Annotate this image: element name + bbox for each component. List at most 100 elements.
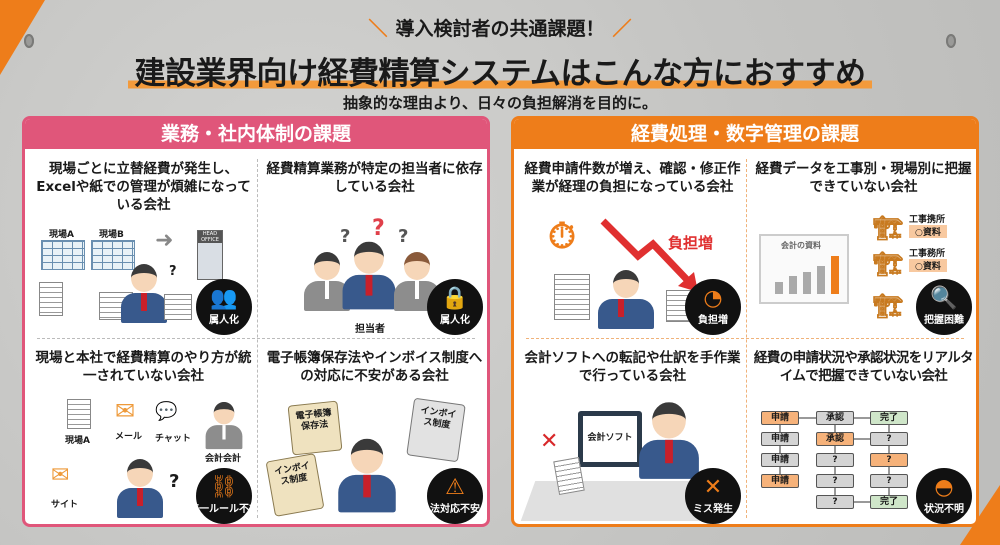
card-title: 経費精算業務が特定の担当者に依存している会社 — [266, 161, 483, 195]
flow-node: 完了 — [870, 411, 908, 425]
challenge-card: 電子帳簿保存法 インボイス制度 インボイス制度 ⚠法対応不安 電子帳簿保存法やイ… — [260, 341, 487, 524]
question-icon: ? — [169, 264, 177, 279]
challenge-card: ? ? ? 担当者 🔒 属人化 経費精算業務が特定の担当者に依存している会社 — [260, 152, 487, 337]
label: 会計会計 — [205, 454, 242, 464]
person-in-charge — [342, 241, 396, 310]
card-title: 会計ソフトへの転記や仕訳を手作業で行っている会社 — [524, 350, 741, 384]
x-icon: ✕ — [703, 475, 723, 500]
label: 工事携所 — [909, 215, 946, 225]
x-icon: ✕ — [540, 429, 559, 454]
illustration-manual-entry: 会計ソフト ✕ — [518, 341, 747, 524]
label: チャット — [155, 434, 191, 444]
accountant — [205, 401, 243, 450]
scroll-label: インボイス制度 — [419, 405, 457, 431]
kicker: ＼導入検討者の共通課題！／ — [368, 18, 632, 40]
crane-icon: 🏗 — [873, 214, 904, 242]
clock-icon: ◔ — [703, 286, 723, 311]
challenge-card: 現場A 現場B ➜ HEAD OFFICE ? 👥 属人化 現場ごとに立替経費が発… — [29, 152, 258, 337]
card-title: 電子帳簿保存法やインボイス制度への対応に不安がある会社 — [266, 350, 483, 384]
challenge-card: 現場A ✉ メール 💬 チャット 会計会計 ✉ サイト ? ⛓統一ルール不在 現… — [29, 341, 259, 524]
panel-title: 業務・社内体制の課題 — [25, 119, 487, 149]
scroll-document: インボイス制度 — [406, 397, 466, 463]
flow-node: ? — [816, 453, 854, 467]
mail-stack-icon: ✉ — [51, 463, 70, 488]
scroll-label: 電子帳簿保存法 — [295, 408, 333, 433]
illustration-paperwork: 現場A 現場B ➜ HEAD OFFICE ? — [29, 152, 258, 337]
badge: ✕ミス発生 — [685, 468, 741, 524]
colleague — [304, 252, 350, 311]
flow-arrows — [779, 417, 890, 503]
spreadsheet-icon — [91, 240, 135, 270]
question-icon: ? — [340, 226, 351, 247]
illustration-channels: 現場A ✉ メール 💬 チャット 会計会計 ✉ サイト ? — [29, 341, 258, 524]
mail-icon: ✉ — [115, 397, 136, 425]
broken-link-icon: ⛓ — [210, 475, 238, 500]
illustration-dependency: ? ? ? 担当者 — [260, 152, 487, 337]
label: 現場A — [65, 436, 90, 446]
flow-node: 承認 — [816, 411, 854, 425]
question-icon: ? — [169, 471, 180, 492]
document-icon — [67, 399, 91, 429]
illustration-site-data: 会計の資料 🏗 🏗 🏗 工事携所 ○資料 工事務所 ○資料 — [749, 152, 976, 337]
flow-node: ? — [870, 453, 908, 467]
badge-label: 属人化 — [209, 315, 239, 326]
screen-label: 会計ソフト — [583, 416, 637, 462]
badge-label: 状況不明 — [924, 504, 964, 515]
flow-node: 申請 — [761, 432, 799, 446]
challenge-card: 申請申請申請申請承認承認???完了???完了 ◓状況不明 経費の申請状況や承認状… — [749, 341, 976, 524]
paper-stack-icon — [554, 274, 590, 320]
people-icon: 👥 — [210, 286, 238, 311]
spreadsheet-icon — [41, 240, 85, 270]
flow-node: 完了 — [870, 495, 908, 509]
card-title: 現場と本社で経費精算のやり方が統一されていない会社 — [35, 350, 252, 384]
flow-node: 申請 — [761, 411, 799, 425]
lock-icon: 🔒 — [441, 286, 469, 311]
subtitle: 抽象的な理由より、日々の負担解消を目的に。 — [342, 94, 658, 112]
divider — [37, 338, 475, 339]
concrete-hole — [24, 34, 34, 48]
label: メール — [115, 432, 143, 442]
challenge-card: 会計の資料 🏗 🏗 🏗 工事携所 ○資料 工事務所 ○資料 🔍 把握困難 経費デー… — [749, 152, 976, 337]
badge-label: 把握困難 — [924, 315, 964, 326]
challenge-card: 会計ソフト ✕ ✕ミス発生 会計ソフトへの転記や仕訳を手作業で行っている会社 — [518, 341, 747, 524]
flow-node: ? — [816, 474, 854, 488]
badge-label: 負担増 — [698, 315, 728, 326]
scroll-document: インボイス制度 — [265, 453, 325, 517]
stopwatch-icon: ⏱ — [548, 216, 577, 257]
illustration-compliance: 電子帳簿保存法 インボイス制度 インボイス制度 — [260, 341, 487, 524]
badge: 🔍 把握困難 — [916, 279, 972, 335]
card-title: 経費データを工事別・現場別に把握できていない会社 — [755, 161, 972, 195]
label: ○資料 — [909, 259, 947, 272]
label: 現場B — [99, 230, 124, 240]
flow-node: 申請 — [761, 474, 799, 488]
challenge-card: ⏱ 負担増 ◔ 負担増 経費申請件数が増え、確認・修正作業が経理の負担になっている… — [518, 152, 747, 337]
concrete-hole — [946, 34, 956, 48]
label: 担当者 — [355, 324, 385, 335]
scroll-document: 電子帳簿保存法 — [287, 400, 343, 456]
card-title: 経費申請件数が増え、確認・修正作業が経理の負担になっている会社 — [524, 161, 741, 195]
question-icon: ? — [372, 216, 385, 241]
monitor-icon: 会計ソフト — [578, 411, 642, 467]
panel-business: 業務・社内体制の課題 現場A 現場B ➜ HEAD OFFICE ? 👥 属人化 … — [22, 116, 490, 527]
page-title: 建設業界向け経費精算システムはこんな方におすすめ — [0, 48, 1000, 93]
arrow-icon: ➜ — [155, 228, 174, 253]
report-chart: 会計の資料 — [759, 234, 849, 304]
magnifier-icon: 🔍 — [930, 286, 958, 311]
badge-label: 法対応不安 — [430, 504, 480, 515]
flow-node: ? — [870, 432, 908, 446]
chat-icon: 💬 — [155, 401, 178, 422]
crane-icon: 🏗 — [873, 292, 904, 320]
kicker-text: 導入検討者の共通課題！ — [395, 18, 605, 40]
page-title-text: 建設業界向け経費精算システムはこんな方におすすめ — [128, 56, 872, 92]
flow-node: 申請 — [761, 453, 799, 467]
badge-label: 属人化 — [440, 315, 470, 326]
label: 現場A — [49, 230, 74, 240]
flow-node: ? — [816, 495, 854, 509]
worried-worker — [121, 264, 167, 323]
question-icon: ? — [398, 226, 409, 247]
label: 工事務所 — [909, 249, 946, 259]
card-title: 経費の申請状況や承認状況をリアルタイムで把握できていない会社 — [753, 350, 974, 384]
card-title: 現場ごとに立替経費が発生し、Excelや紙での管理が煩雑になっている会社 — [36, 161, 251, 213]
label: 負担増 — [668, 234, 714, 252]
label: HEAD OFFICE — [198, 231, 222, 243]
